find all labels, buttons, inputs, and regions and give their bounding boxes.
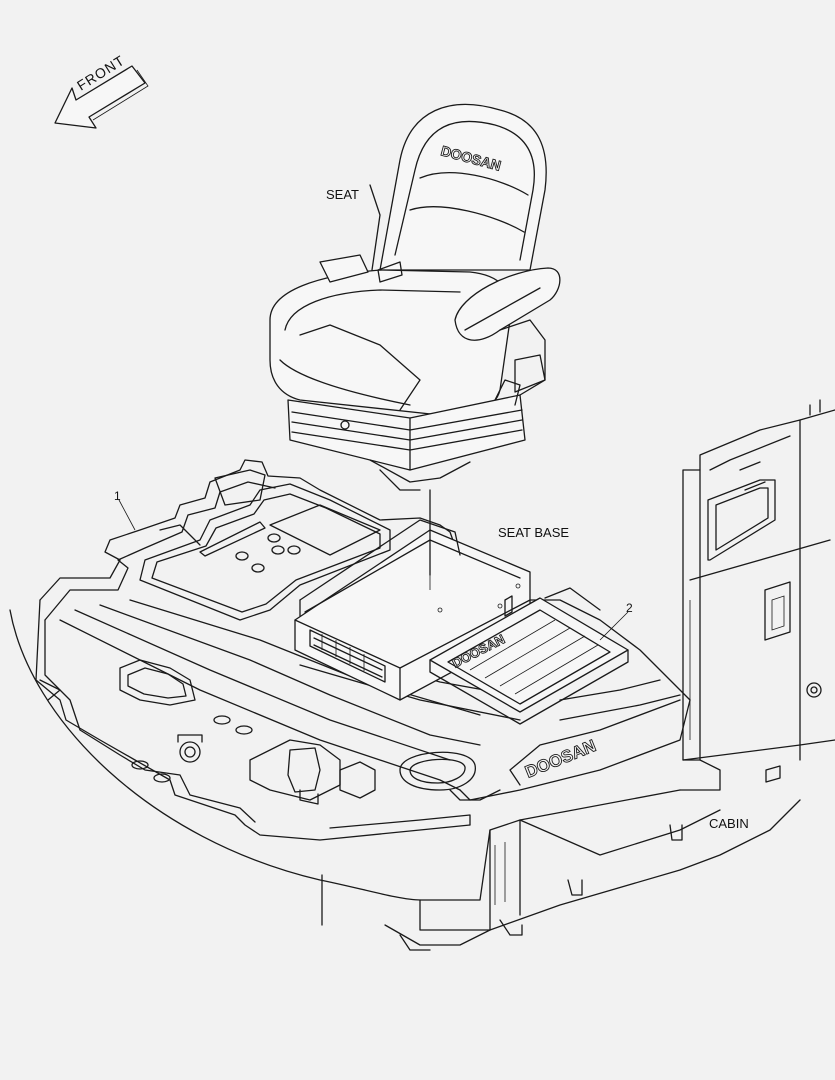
seat-base-label: SEAT BASE: [498, 525, 570, 540]
floor-mat-item-1: [35, 459, 691, 841]
cabin-label: CABIN: [709, 816, 749, 831]
seat-label: SEAT: [326, 187, 359, 202]
mat-brand-logo: DOOSAN: [522, 736, 598, 782]
front-arrow-icon: [54, 65, 149, 129]
upper-mat-panels: [139, 469, 391, 621]
floor-body: [9, 609, 801, 951]
cabin-frame: [679, 399, 835, 791]
operator-seat: DOOSAN: [269, 103, 561, 491]
callout-1: 1: [114, 489, 121, 503]
callout-2: 2: [626, 601, 633, 615]
leader-lines: [118, 499, 629, 641]
tray-item-2: [429, 587, 629, 725]
